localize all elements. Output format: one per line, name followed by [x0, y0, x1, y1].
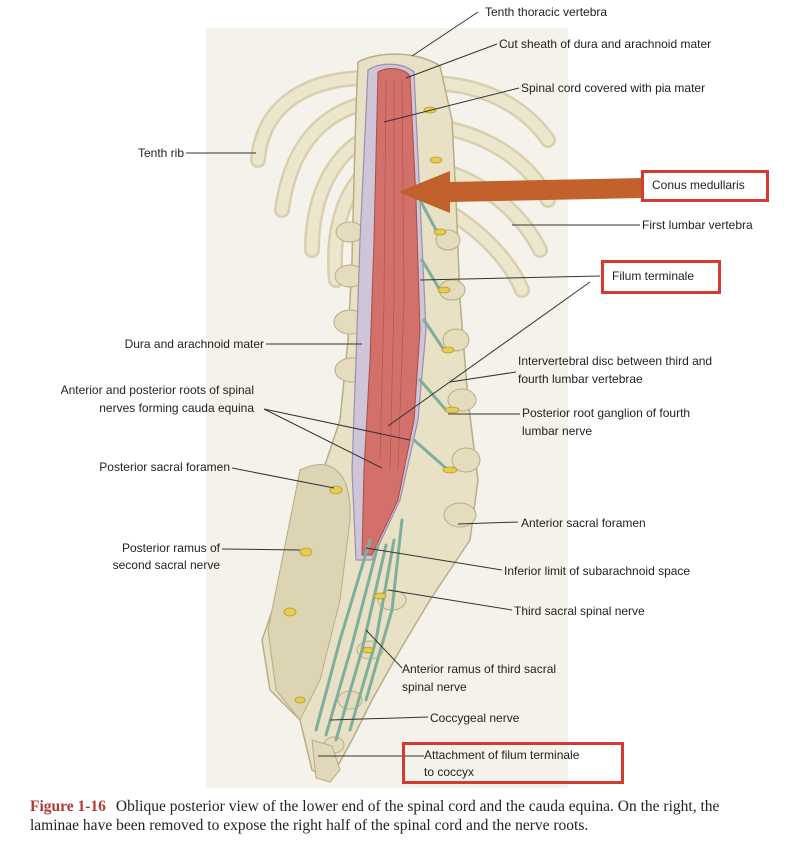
label-conus-medullaris: Conus medullaris — [652, 178, 745, 192]
label-inferior-limit: Inferior limit of subarachnoid space — [504, 564, 691, 578]
cauda-equina — [314, 198, 450, 742]
sacrum — [267, 464, 351, 721]
highlight-box-conus-medullaris — [641, 170, 769, 202]
label-posterior-ramus-line1: Posterior ramus of — [121, 541, 220, 555]
coccyx — [311, 739, 341, 783]
label-roots-cauda-equina-line2: nerves forming cauda equina — [99, 401, 254, 415]
highlight-box-attachment — [402, 742, 624, 784]
label-posterior-root-ganglion-line2: lumbar nerve — [522, 424, 593, 438]
label-tenth-rib: Tenth rib — [137, 146, 184, 160]
label-intervertebral-disc-line1: Intervertebral disc between third and — [518, 354, 713, 368]
label-coccygeal-nerve: Coccygeal nerve — [430, 711, 520, 725]
label-anterior-ramus-line2: spinal nerve — [402, 680, 467, 694]
label-posterior-ramus-line2: second sacral nerve — [112, 558, 220, 572]
label-cut-sheath: Cut sheath of dura and arachnoid mater — [499, 37, 712, 51]
caption-text: Oblique posterior view of the lower end … — [30, 798, 720, 834]
cord-striations — [379, 79, 405, 471]
label-attachment-line2: to coccyx — [424, 765, 475, 779]
label-tenth-thoracic-vertebra: Tenth thoracic vertebra — [485, 5, 608, 19]
label-posterior-sacral-foramen: Posterior sacral foramen — [99, 460, 230, 474]
label-first-lumbar-vertebra: First lumbar vertebra — [642, 218, 753, 232]
label-posterior-root-ganglion-line1: Posterior root ganglion of fourth — [522, 406, 691, 420]
label-roots-cauda-equina-line1: Anterior and posterior roots of spinal — [60, 383, 254, 397]
label-anterior-sacral-foramen: Anterior sacral foramen — [521, 516, 646, 530]
figure-number: Figure 1-16 — [30, 798, 106, 815]
highlight-box-filum-terminale — [601, 260, 721, 294]
label-dura-arachnoid: Dura and arachnoid mater — [124, 337, 264, 351]
label-filum-terminale: Filum terminale — [612, 269, 695, 283]
label-attachment-line1: Attachment of filum terminale — [424, 748, 580, 762]
label-anterior-ramus-line1: Anterior ramus of third sacral — [402, 662, 557, 676]
conus-arrow — [398, 171, 642, 213]
label-intervertebral-disc-line2: fourth lumbar vertebrae — [518, 372, 643, 386]
label-spinal-cord-pia: Spinal cord covered with pia mater — [521, 81, 706, 95]
leader-lines — [186, 11, 640, 757]
label-third-sacral-nerve: Third sacral spinal nerve — [514, 604, 645, 618]
